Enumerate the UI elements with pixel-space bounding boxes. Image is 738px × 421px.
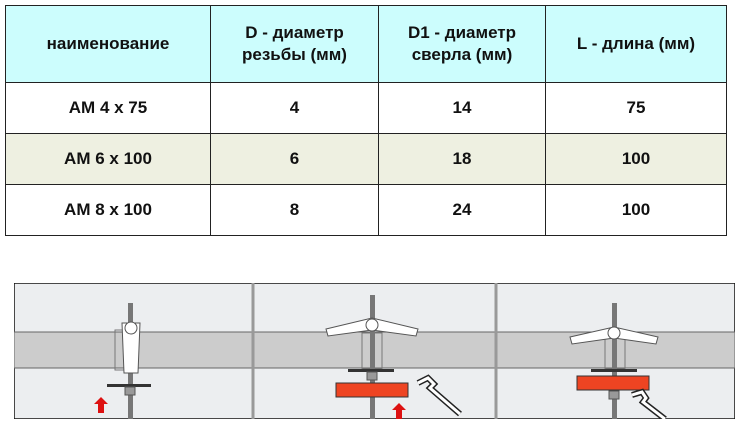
step-3-fastened (569, 303, 667, 419)
cell-d1: 14 (378, 82, 546, 134)
arrow-up-icon (94, 397, 108, 413)
table-row: АМ 4 х 75 4 14 75 (5, 82, 727, 134)
cell-l: 100 (545, 184, 727, 236)
header-length: L - длина (мм) (545, 5, 727, 83)
cell-d: 8 (210, 184, 379, 236)
cell-name: АМ 4 х 75 (5, 82, 211, 134)
header-drill-diameter: D1 - диаметр сверла (мм) (378, 5, 546, 83)
cell-name: АМ 8 х 100 (5, 184, 211, 236)
spec-table: наименование D - диаметр резьбы (мм) D1 … (5, 5, 727, 236)
step-1-insert (94, 303, 151, 419)
installation-illustration (14, 283, 735, 419)
table-row: АМ 6 х 100 6 18 100 (5, 133, 727, 185)
cell-name: АМ 6 х 100 (5, 133, 211, 185)
cell-d1: 24 (378, 184, 546, 236)
cell-l: 75 (545, 82, 727, 134)
arrow-up-icon (392, 403, 406, 419)
cell-d: 4 (210, 82, 379, 134)
header-name: наименование (5, 5, 211, 83)
header-thread-diameter: D - диаметр резьбы (мм) (210, 5, 379, 83)
table-header-row: наименование D - диаметр резьбы (мм) D1 … (5, 5, 727, 83)
cell-l: 100 (545, 133, 727, 185)
cell-d: 6 (210, 133, 379, 185)
table-row: АМ 8 х 100 8 24 100 (5, 184, 727, 236)
cell-d1: 18 (378, 133, 546, 185)
step-2-tighten (325, 295, 462, 419)
